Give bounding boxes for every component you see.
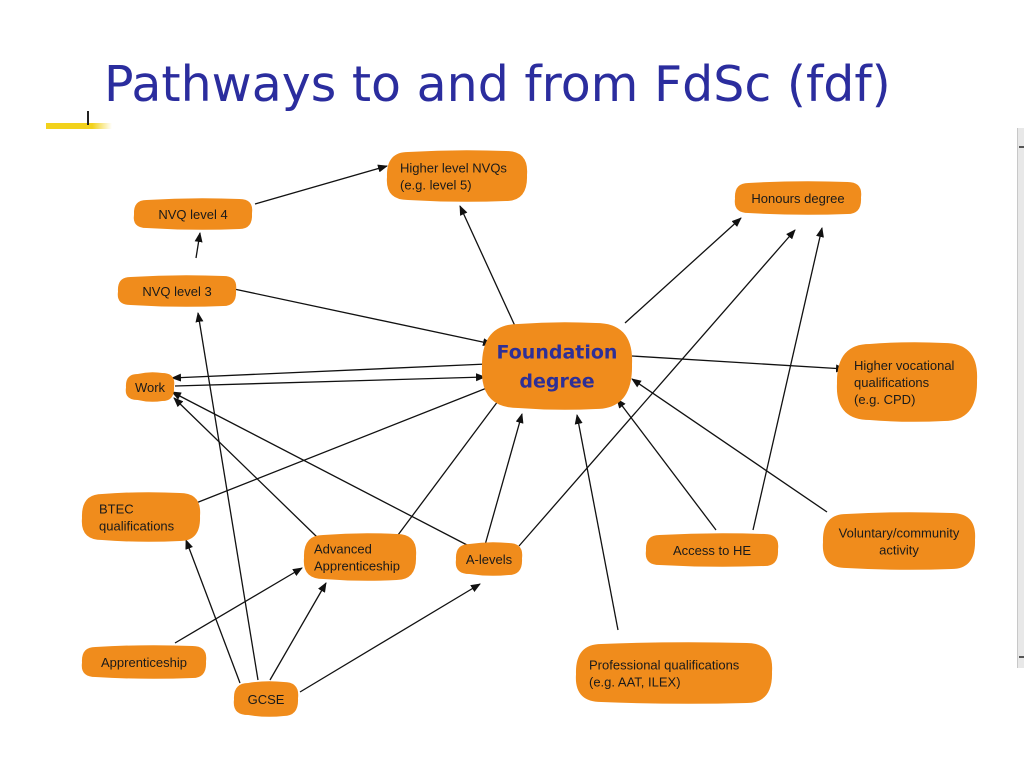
node-label-line: (e.g. level 5) xyxy=(400,178,472,193)
node-label-line: BTEC xyxy=(99,502,134,517)
edge-access_he-to-honours xyxy=(752,227,824,531)
node-shape xyxy=(481,322,633,410)
node-label-line: qualifications xyxy=(99,519,175,534)
node-alevels: A-levels xyxy=(455,542,523,576)
node-shape xyxy=(125,372,175,402)
node-shape xyxy=(386,150,528,202)
node-label-line: Higher vocational xyxy=(854,358,955,373)
node-label-line: Advanced xyxy=(314,542,372,557)
node-nvq4: NVQ level 4 xyxy=(133,198,253,230)
node-shape xyxy=(133,198,253,230)
edge-gcse-to-alevels xyxy=(299,583,481,693)
title-accent-bar xyxy=(46,123,112,129)
node-label-line: Apprenticeship xyxy=(101,655,187,670)
node-label-line: Access to HE xyxy=(673,543,751,558)
edge-access_he-to-foundation xyxy=(616,398,717,531)
edge-btec-to-foundation xyxy=(195,381,503,504)
node-work: Work xyxy=(125,372,175,402)
node-label-line: activity xyxy=(879,543,919,558)
edge-work-to-foundation xyxy=(174,373,486,387)
edge-alevels-to-honours xyxy=(518,229,796,547)
node-professional: Professional qualifications (e.g. AAT, IL… xyxy=(575,642,773,704)
node-apprenticeship: Apprenticeship xyxy=(81,645,207,679)
node-label-line: degree xyxy=(519,371,594,393)
title-accent-tick xyxy=(87,111,89,125)
edge-adv_app-to-foundation xyxy=(394,384,511,540)
node-foundation: Foundation degree xyxy=(481,322,633,410)
edge-voluntary-to-foundation xyxy=(631,378,828,513)
slide-edge-scrollbar xyxy=(1017,128,1024,668)
edge-foundation-to-work xyxy=(171,363,488,382)
node-label-line: qualifications xyxy=(854,375,930,390)
node-nvq3: NVQ level 3 xyxy=(117,275,237,307)
edge-adv_app-to-work xyxy=(173,397,318,538)
edge-alevels-to-foundation xyxy=(171,391,470,547)
edge-professional-to-foundation xyxy=(574,414,619,631)
node-label-line: (e.g. CPD) xyxy=(854,392,915,407)
node-label-line: Higher level NVQs xyxy=(400,161,507,176)
node-shape xyxy=(81,492,201,542)
node-shape xyxy=(734,181,862,215)
node-label-line: Work xyxy=(135,380,166,395)
node-label-line: Apprenticeship xyxy=(314,559,400,574)
node-shape xyxy=(836,342,978,422)
edge-nvq3-to-nvq4 xyxy=(194,232,203,259)
edge-gcse-to-adv_app xyxy=(269,582,327,681)
node-gcse: GCSE xyxy=(233,681,299,717)
edge-foundation-to-honours xyxy=(624,217,742,324)
node-higher-nvq: Higher level NVQs (e.g. level 5) xyxy=(386,150,528,202)
node-shape xyxy=(233,681,299,717)
edge-nvq4-to-higher_nvq xyxy=(254,164,388,205)
node-label-line: NVQ level 3 xyxy=(142,284,211,299)
edge-foundation-to-higher_nvq xyxy=(459,205,516,327)
edge-gcse-to-btec xyxy=(185,539,241,684)
node-label-line: A-levels xyxy=(466,552,513,567)
edge-gcse-to-nvq3 xyxy=(195,312,259,681)
node-shape xyxy=(822,512,976,570)
node-shape xyxy=(575,642,773,704)
edge-foundation-to-higher_voc xyxy=(631,355,846,373)
node-label-line: Professional qualifications xyxy=(589,658,740,673)
node-shape xyxy=(81,645,207,679)
edges-layer xyxy=(171,164,846,693)
node-shape xyxy=(117,275,237,307)
node-label-line: GCSE xyxy=(248,692,285,707)
node-label-line: Honours degree xyxy=(751,191,844,206)
node-voluntary: Voluntary/community activity xyxy=(822,512,976,570)
edge-nvq3-to-foundation xyxy=(233,288,493,347)
node-access-he: Access to HE xyxy=(645,533,779,567)
nodes-layer: NVQ level 3 NVQ level 4 Higher level NVQs (… xyxy=(81,150,978,717)
node-label-line: Voluntary/community xyxy=(839,526,960,541)
node-shape xyxy=(303,533,417,581)
node-higher-voc: Higher vocational qualifications (e.g. CPD… xyxy=(836,342,978,422)
node-shape xyxy=(645,533,779,567)
node-label-line: NVQ level 4 xyxy=(158,207,227,222)
node-btec: BTEC qualifications xyxy=(81,492,201,542)
node-label-line: (e.g. AAT, ILEX) xyxy=(589,675,681,690)
edge-apprenticeship-to-adv_app xyxy=(174,567,303,644)
node-label-line: Foundation xyxy=(497,342,618,364)
slide-title: Pathways to and from FdSc (fdf) xyxy=(104,56,891,113)
node-shape xyxy=(455,542,523,576)
node-honours: Honours degree xyxy=(734,181,862,215)
edge-alevels-to-work xyxy=(484,413,524,546)
